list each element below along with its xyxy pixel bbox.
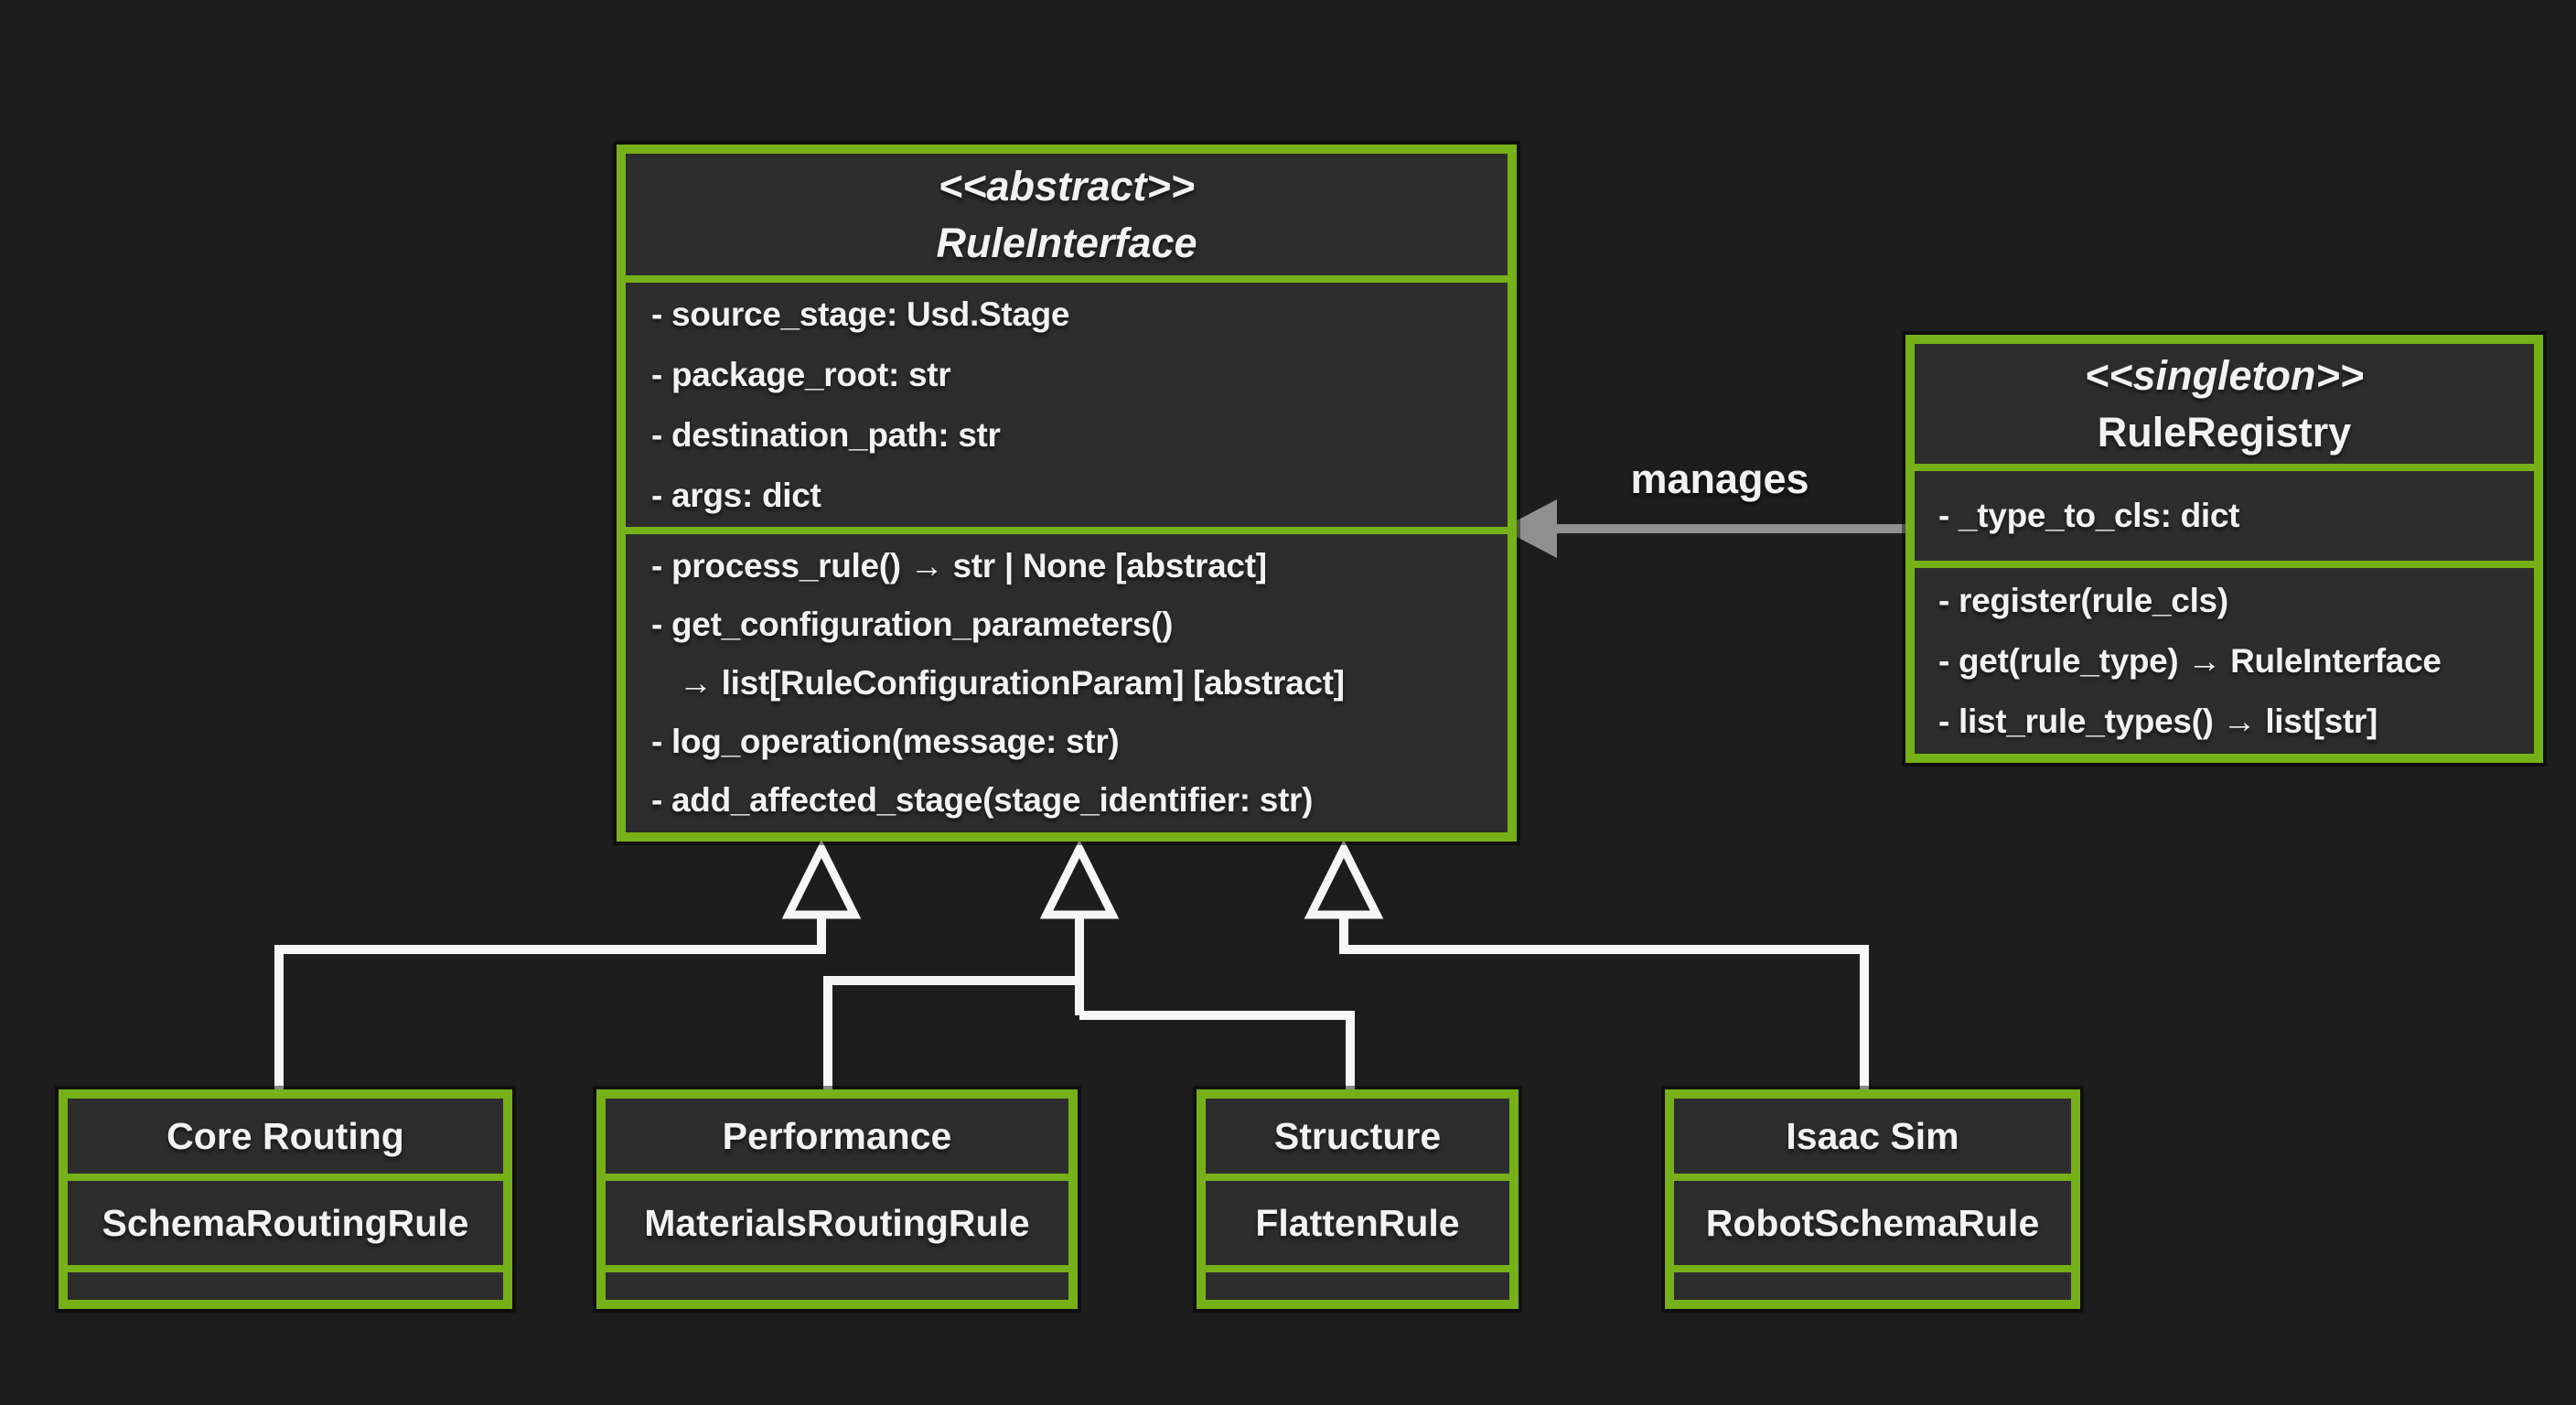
subclass-name-compartment: SchemaRoutingRule <box>68 1181 503 1265</box>
inheritance-edge-performance <box>823 976 1079 1089</box>
manages-arrowhead-icon <box>1501 499 1557 558</box>
stereotype-label: <<singleton>> <box>2084 351 2365 399</box>
empty-compartment <box>1206 1272 1509 1300</box>
stereotype-label: <<abstract>> <box>938 162 1196 209</box>
subclass-category: Performance <box>606 1099 1068 1174</box>
empty-compartment <box>1674 1272 2071 1300</box>
inheritance-edge-core-routing <box>274 913 826 1089</box>
subclass-name-compartment: MaterialsRoutingRule <box>606 1181 1068 1265</box>
generalization-triangle-icon <box>781 839 862 919</box>
category-label: Structure <box>1273 1114 1442 1157</box>
inheritance-edge-structure <box>1079 1011 1355 1089</box>
class-materialsroutingrule: Performance MaterialsRoutingRule <box>596 1089 1078 1309</box>
category-label: Core Routing <box>166 1114 404 1157</box>
attribute-line: - destination_path: str <box>651 415 1001 454</box>
empty-compartment <box>606 1272 1068 1300</box>
class-ruleinterface-attributes: - source_stage: Usd.Stage - package_root… <box>626 283 1508 527</box>
subclass-category: Core Routing <box>68 1099 503 1174</box>
manages-edge-label: manages <box>1630 456 1809 502</box>
class-name: RuleInterface <box>936 219 1197 266</box>
class-ruleinterface: <<abstract>> RuleInterface - source_stag… <box>617 145 1517 842</box>
subclass-category: Isaac Sim <box>1674 1099 2071 1174</box>
class-ruleinterface-title: <<abstract>> RuleInterface <box>626 154 1508 275</box>
empty-compartment <box>68 1272 503 1300</box>
inheritance-edge-isaac-sim <box>1339 913 1869 1089</box>
method-line: - get(rule_type) → RuleInterface <box>1938 641 2442 680</box>
subclass-name-compartment: FlattenRule <box>1206 1181 1509 1265</box>
attribute-line: - _type_to_cls: dict <box>1938 497 2240 534</box>
class-flattenrule: Structure FlattenRule <box>1197 1089 1519 1309</box>
class-name: RuleRegistry <box>2097 408 2352 456</box>
method-line: - list_rule_types() → list[str] <box>1938 702 2378 740</box>
class-ruleinterface-methods: - process_rule() → str | None [abstract]… <box>626 534 1508 832</box>
generalization-triangle-icon <box>1304 839 1384 919</box>
attribute-line: - args: dict <box>651 476 821 514</box>
class-ruleregistry-title: <<singleton>> RuleRegistry <box>1915 344 2534 464</box>
attribute-line: - source_stage: Usd.Stage <box>651 295 1070 333</box>
subclass-name: MaterialsRoutingRule <box>644 1201 1030 1244</box>
category-label: Performance <box>722 1114 952 1157</box>
method-line: - process_rule() → str | None [abstract] <box>651 547 1267 585</box>
method-line: - register(rule_cls) <box>1938 581 2228 619</box>
class-ruleregistry: <<singleton>> RuleRegistry - _type_to_cl… <box>1905 335 2543 763</box>
generalization-triangle-icon <box>1039 839 1120 919</box>
subclass-name-compartment: RobotSchemaRule <box>1674 1181 2071 1265</box>
class-ruleregistry-methods: - register(rule_cls) - get(rule_type) → … <box>1915 568 2534 754</box>
subclass-name: SchemaRoutingRule <box>102 1201 469 1244</box>
class-schemaroutingrule: Core Routing SchemaRoutingRule <box>59 1089 512 1309</box>
subclass-name: RobotSchemaRule <box>1705 1201 2040 1244</box>
method-line: - add_affected_stage(stage_identifier: s… <box>651 781 1314 819</box>
method-line: - get_configuration_parameters() <box>651 606 1174 643</box>
class-ruleregistry-attributes: - _type_to_cls: dict <box>1915 471 2534 561</box>
method-line: - log_operation(message: str) <box>651 723 1120 760</box>
attribute-line: - package_root: str <box>651 355 951 393</box>
subclass-category: Structure <box>1206 1099 1509 1174</box>
class-robotschemarule: Isaac Sim RobotSchemaRule <box>1665 1089 2080 1309</box>
category-label: Isaac Sim <box>1786 1114 1959 1157</box>
subclass-name: FlattenRule <box>1255 1201 1460 1244</box>
method-line: → list[RuleConfigurationParam] [abstract… <box>651 664 1345 702</box>
